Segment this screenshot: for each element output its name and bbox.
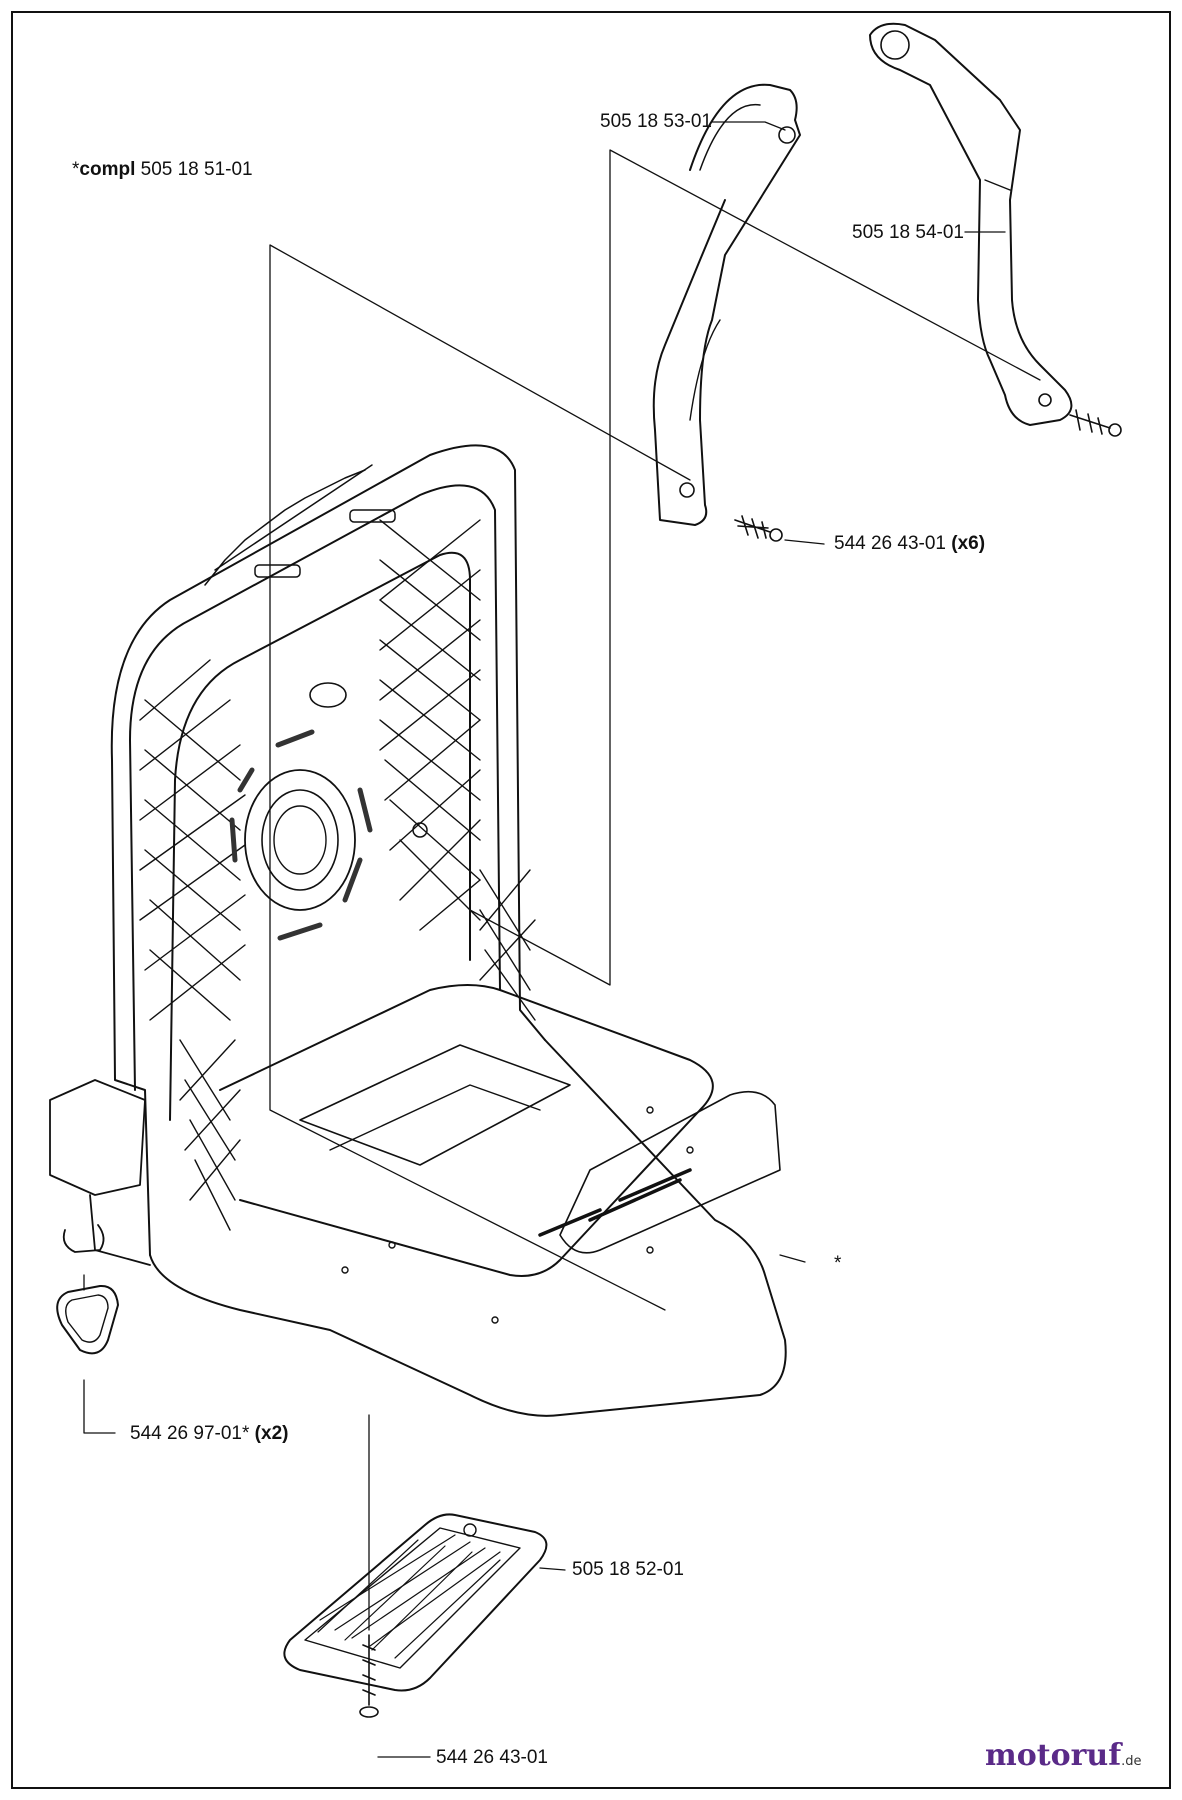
assembly-number: 505 18 51-01	[140, 159, 253, 180]
screw-parts	[359, 409, 1122, 1718]
assembly-keyword: compl	[79, 159, 136, 180]
part-label-544-26-97-01: 544 26 97-01* (x2)	[130, 1423, 289, 1444]
part-label-544-26-43-01: 544 26 43-01	[436, 1747, 548, 1768]
part-label-505-18-54-01: 505 18 54-01	[852, 222, 964, 243]
watermark-tld: .de	[1121, 1754, 1142, 1769]
part-label-544-26-43-01-x6: 544 26 43-01 (x6)	[834, 533, 986, 554]
handle-left-part	[652, 83, 801, 526]
part-label-505-18-52-01: 505 18 52-01	[572, 1559, 684, 1580]
assembly-label: *compl 505 18 51-01	[72, 160, 253, 179]
d-ring-part	[56, 1224, 119, 1355]
watermark-logo: motoruf.de	[985, 1738, 1142, 1773]
part-label-frame-asterisk: *	[834, 1253, 842, 1274]
watermark-brand: motoruf	[985, 1738, 1122, 1773]
handle-right-part	[869, 22, 1073, 426]
backpack-frame	[49, 444, 787, 1417]
grate-part	[283, 1513, 548, 1692]
part-label-505-18-53-01: 505 18 53-01	[600, 111, 712, 132]
leader-lines	[83, 121, 1041, 1758]
assembly-prefix: *	[72, 159, 80, 180]
parts-diagram-frame	[11, 11, 1171, 1789]
